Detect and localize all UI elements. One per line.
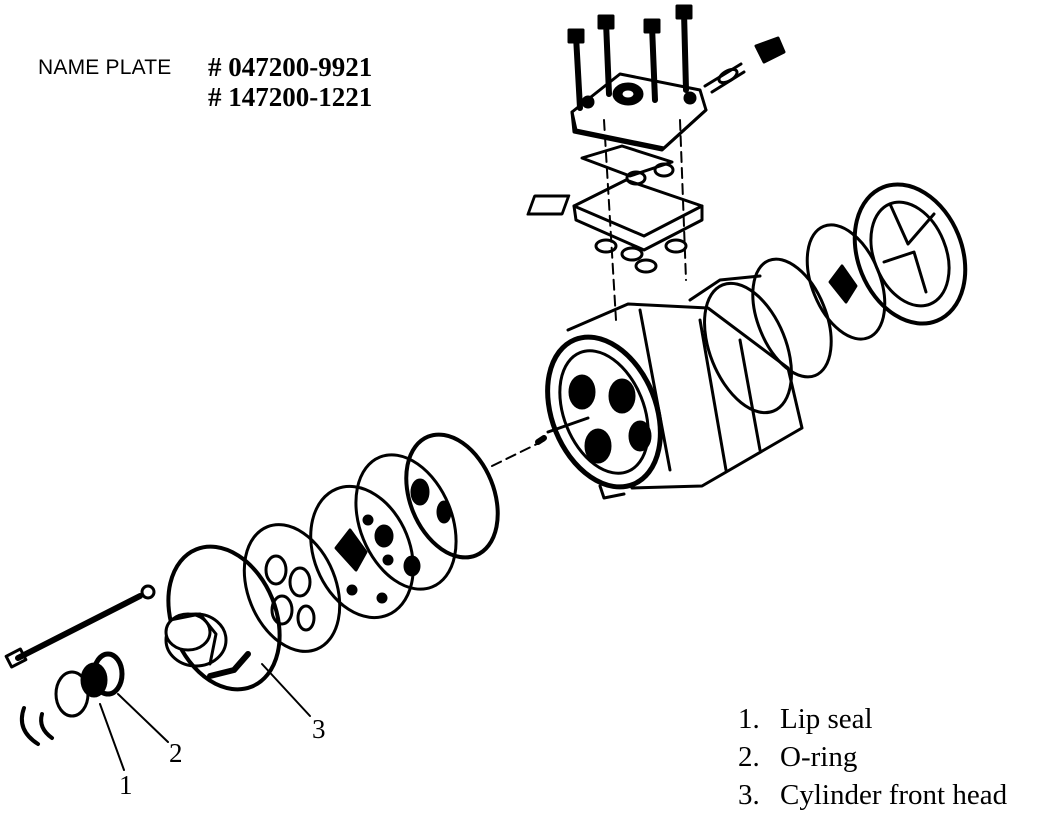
nameplate-number-2: # 147200-1221 — [208, 82, 373, 112]
legend-number: 1. — [738, 703, 760, 735]
service-valve — [703, 36, 786, 94]
legend-item: 1. Lip seal — [738, 700, 1007, 738]
through-bolt — [4, 584, 156, 669]
compressor-body — [535, 274, 804, 500]
callout-1: 1 — [119, 770, 133, 800]
front-valve-plates — [309, 453, 458, 620]
cylinder-front-head — [164, 544, 282, 692]
legend-text: O-ring — [780, 741, 858, 773]
parts-legend: 1. Lip seal 2. O-ring 3. Cylinder front hea… — [738, 700, 1007, 814]
lip-seal-assembly — [19, 651, 125, 746]
nameplate-number-1: # 047200-9921 — [208, 52, 373, 82]
legend-item: 2. O-ring — [738, 738, 1007, 776]
front-o-ring — [404, 432, 500, 560]
legend-item: 3. Cylinder front head — [738, 776, 1007, 814]
callout-3: 3 — [312, 714, 326, 744]
cylinder-rear-head — [852, 182, 968, 326]
legend-text: Lip seal — [780, 703, 873, 735]
gasket-set — [526, 144, 704, 274]
legend-text: Cylinder front head — [780, 779, 1008, 811]
callout-leaders — [99, 663, 311, 771]
suction-valve-plate — [242, 523, 342, 653]
manifold-block — [570, 72, 708, 152]
nameplate-label: NAME PLATE — [38, 56, 172, 79]
callout-2: 2 — [169, 738, 183, 768]
legend-number: 3. — [738, 779, 760, 811]
legend-number: 2. — [738, 741, 760, 773]
